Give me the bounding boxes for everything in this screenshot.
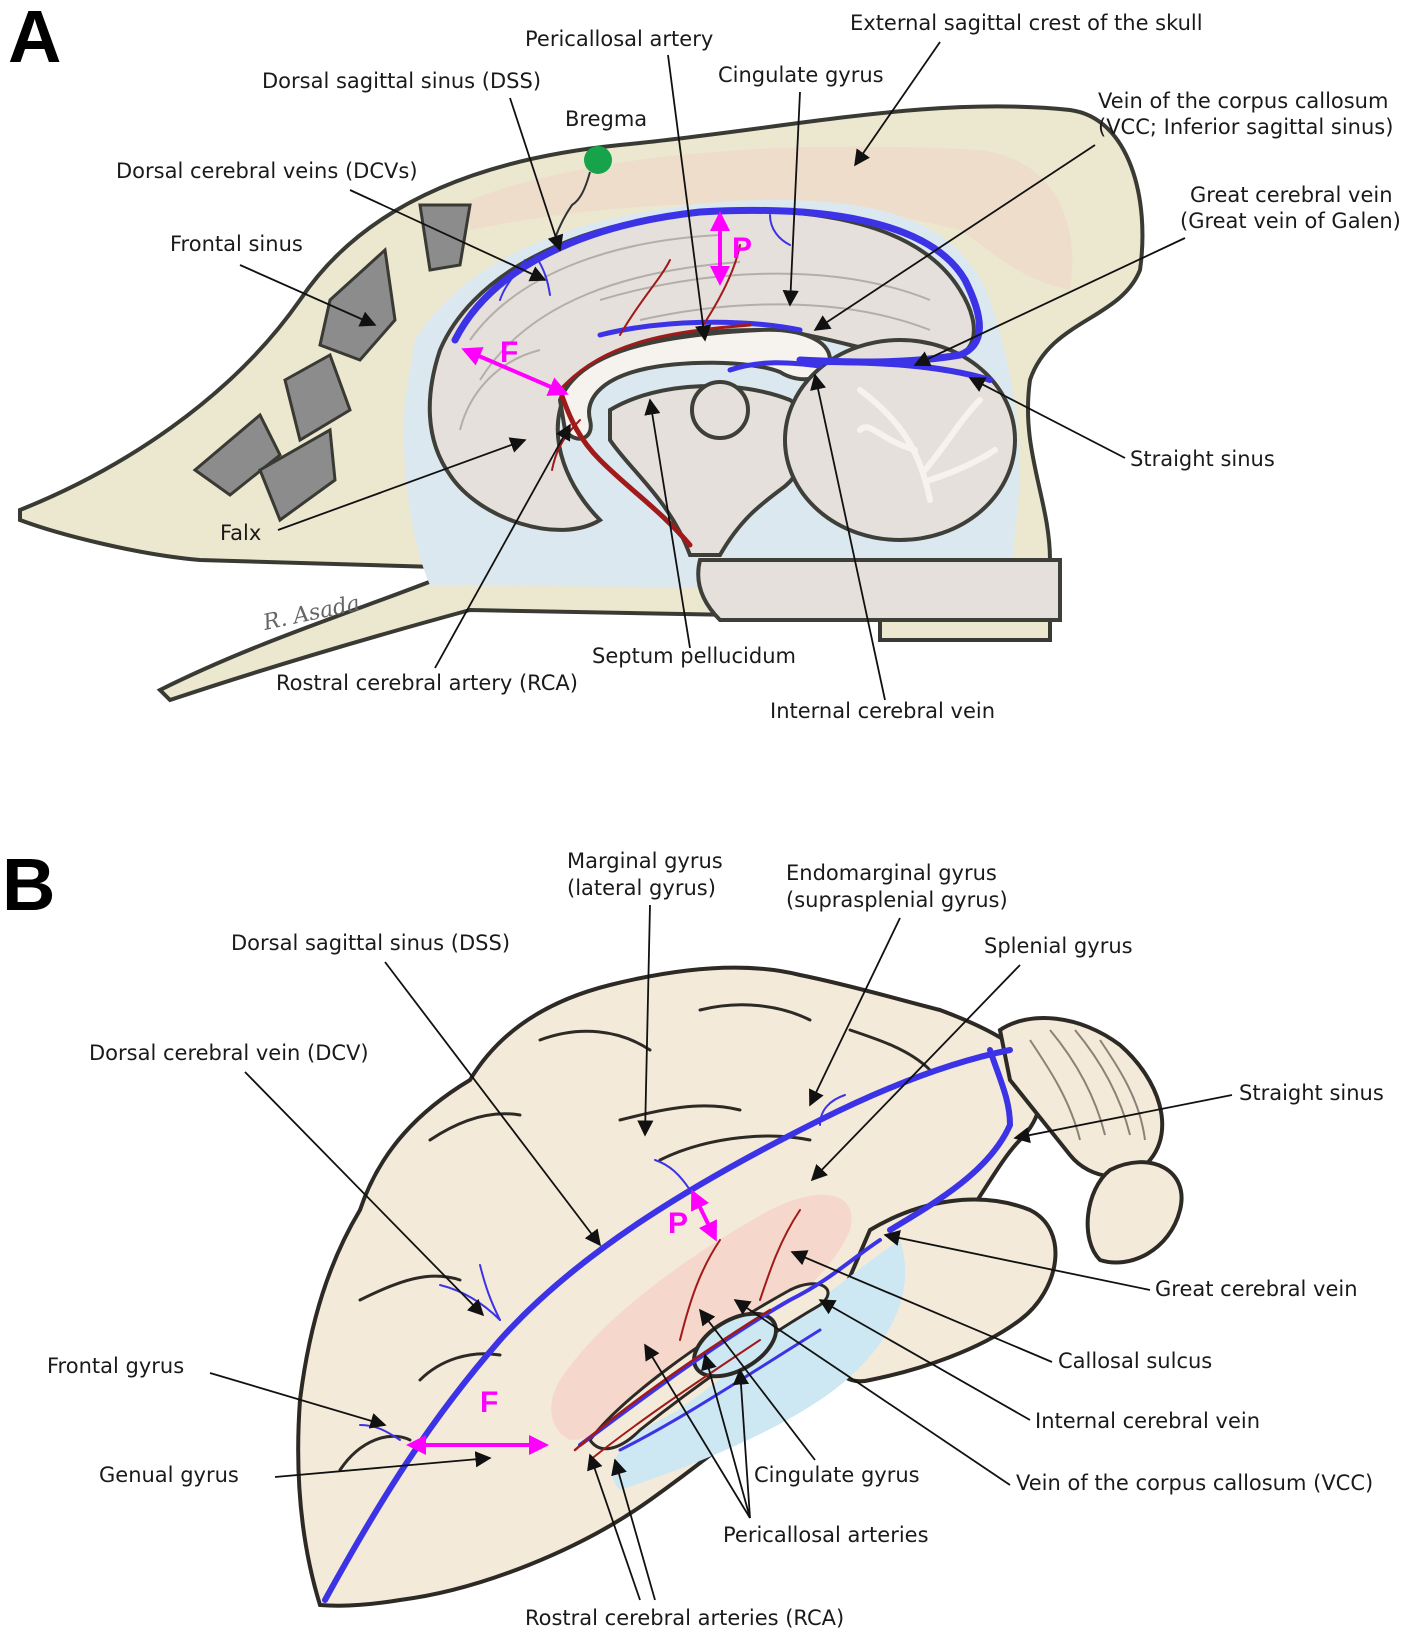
arteries-b xyxy=(573,1209,801,1461)
marker-f-a: F xyxy=(500,336,518,369)
pointers-b xyxy=(209,904,1233,1601)
label-external-crest: External sagittal crest of the skull xyxy=(850,11,1203,35)
label-septum: Septum pellucidum xyxy=(592,644,796,668)
cerebellum-b xyxy=(997,1016,1165,1179)
marker-f-b: F xyxy=(480,1386,498,1419)
marker-p-a: P xyxy=(732,232,752,265)
cerebellum xyxy=(783,338,1017,542)
label-rcas: Rostral cerebral arteries (RCA) xyxy=(525,1606,844,1630)
pericallosal-artery-vessel xyxy=(558,323,752,392)
label-cingulate-gyrus-b: Cingulate gyrus xyxy=(754,1463,920,1487)
label-vcc-line2: (VCC; Inferior sagittal sinus) xyxy=(1098,115,1393,139)
label-great-vein-line1: Great cerebral vein xyxy=(1190,183,1393,207)
internal-cerebral-vein-vessel xyxy=(727,360,823,373)
label-internal-vein-a: Internal cerebral vein xyxy=(770,699,995,723)
scalp-tint xyxy=(470,146,1073,290)
label-marginal-line2: (lateral gyrus) xyxy=(567,876,716,900)
label-cingulate-gyrus-a: Cingulate gyrus xyxy=(718,63,884,87)
corpus-callosum xyxy=(557,327,833,441)
label-pericallosal-artery: Pericallosal artery xyxy=(525,27,713,51)
label-great-vein-b: Great cerebral vein xyxy=(1155,1277,1358,1301)
brainstem xyxy=(696,558,1062,622)
label-marginal-line1: Marginal gyrus xyxy=(567,849,723,873)
label-bregma: Bregma xyxy=(565,107,647,131)
marker-p-b: P xyxy=(668,1207,688,1240)
panel-b-letter: B xyxy=(2,843,55,926)
label-dss-a: Dorsal sagittal sinus (DSS) xyxy=(262,69,541,93)
panel-a-letter: A xyxy=(8,0,61,78)
interthalamic-adhesion xyxy=(690,380,750,440)
vcc-vessel-b xyxy=(578,1238,882,1447)
label-dcv-b: Dorsal cerebral vein (DCV) xyxy=(89,1041,369,1065)
bregma-marker xyxy=(584,146,612,174)
pointers-a xyxy=(239,41,1186,701)
label-endomarginal-line1: Endomarginal gyrus xyxy=(786,861,997,885)
label-endomarginal-line2: (suprasplenial gyrus) xyxy=(786,888,1008,912)
rca-vessel xyxy=(557,387,693,548)
label-great-vein-line2: (Great vein of Galen) xyxy=(1180,209,1401,233)
cerebellum-folia xyxy=(1029,1029,1146,1141)
label-internal-vein-b: Internal cerebral vein xyxy=(1035,1409,1260,1433)
f-dimension-arrow-a xyxy=(461,347,569,396)
label-pericallosal-arteries: Pericallosal arteries xyxy=(723,1523,929,1547)
label-genual-gyrus: Genual gyrus xyxy=(99,1463,239,1487)
p-dimension-arrow-b xyxy=(691,1189,717,1242)
internal-vein-vessel-b xyxy=(618,1328,822,1452)
label-rca-a: Rostral cerebral artery (RCA) xyxy=(276,671,578,695)
label-vcc-line1: Vein of the corpus callosum xyxy=(1098,89,1388,113)
straight-sinus-vessel-b xyxy=(887,1047,1014,1233)
label-splenial: Splenial gyrus xyxy=(984,934,1133,958)
panel-a: A xyxy=(8,0,1401,723)
cerebellar-arbor xyxy=(857,387,998,503)
label-straight-sinus-b: Straight sinus xyxy=(1239,1081,1384,1105)
lateral-process-b xyxy=(1085,1160,1184,1265)
label-dcvs: Dorsal cerebral veins (DCVs) xyxy=(116,159,418,183)
bregma-wire xyxy=(554,171,591,239)
label-dss-b: Dorsal sagittal sinus (DSS) xyxy=(231,931,510,955)
label-frontal-sinus: Frontal sinus xyxy=(170,232,303,256)
label-falx: Falx xyxy=(220,521,261,545)
dcv-branches-b xyxy=(359,1094,846,1441)
label-frontal-gyrus: Frontal gyrus xyxy=(47,1354,184,1378)
label-callosal-sulcus: Callosal sulcus xyxy=(1058,1349,1212,1373)
label-straight-sinus-a: Straight sinus xyxy=(1130,447,1275,471)
frontal-sinus-chambers xyxy=(192,203,472,523)
arteries-a xyxy=(551,244,752,548)
label-vcc-b: Vein of the corpus callosum (VCC) xyxy=(1016,1471,1373,1495)
panel-b: B xyxy=(2,843,1384,1630)
straight-sinus-vessel xyxy=(817,359,993,383)
